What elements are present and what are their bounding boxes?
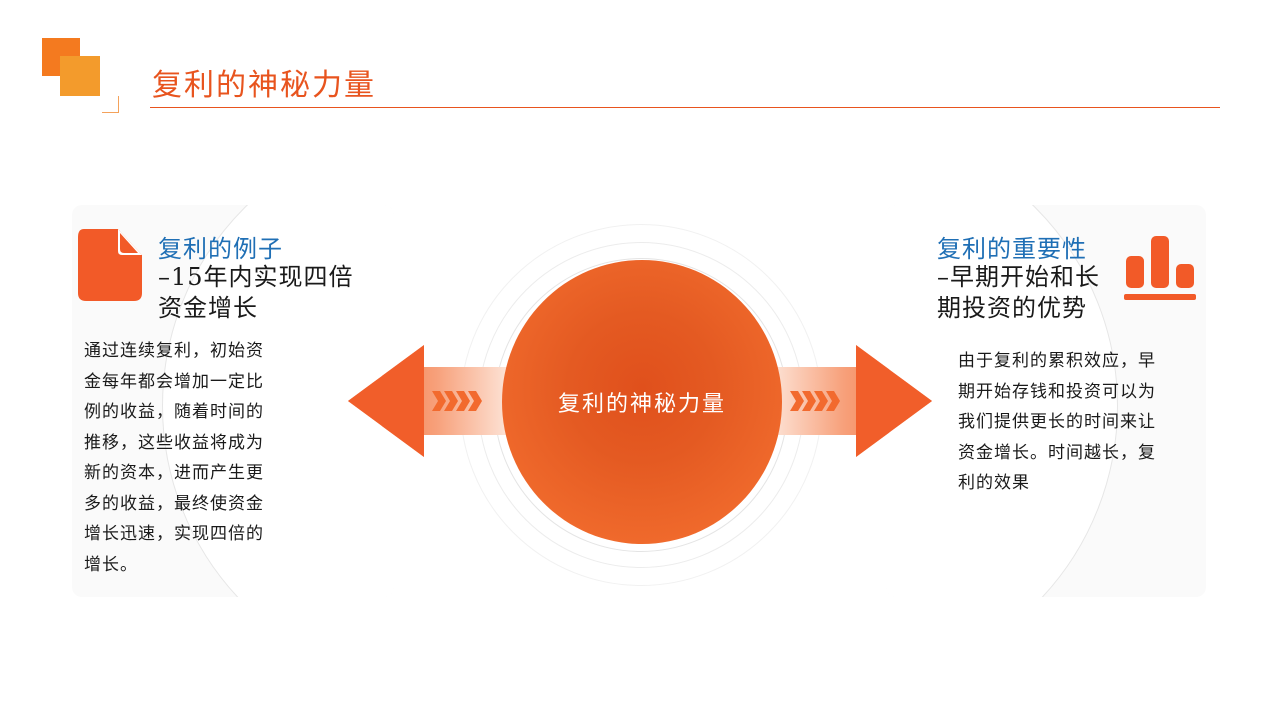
bar-chart-icon: [1124, 236, 1196, 300]
right-body-line: 资金增长。时间越长，复: [958, 442, 1156, 463]
right-arrow: [772, 345, 932, 457]
left-body-line: 例的收益，随着时间的: [84, 402, 264, 422]
logo-mark: [40, 38, 120, 114]
center-circle: [502, 260, 782, 544]
right-body-line: 期开始存钱和投资可以为: [958, 381, 1156, 402]
right-body-line: 由于复利的累积效应，早: [958, 351, 1156, 371]
title-divider: [150, 107, 1220, 108]
left-arrow: [348, 345, 508, 457]
left-body-line: 新的资本，进而产生更: [84, 463, 264, 483]
left-subheading-line-1: –15年内实现四倍: [158, 263, 354, 291]
right-subheading-line-1: –早期开始和长: [937, 263, 1100, 291]
left-subheading-line-2: 资金增长: [158, 294, 258, 322]
left-body-line: 增长。: [84, 554, 138, 575]
right-subheading-line-2: 期投资的优势: [937, 294, 1087, 322]
left-body: 通过连续复利，初始资 金每年都会增加一定比 例的收益，随着时间的 推移，这些收益…: [84, 336, 264, 580]
right-body: 由于复利的累积效应，早 期开始存钱和投资可以为 我们提供更长的时间来让 资金增长…: [958, 346, 1156, 499]
right-body-line: 我们提供更长的时间来让: [958, 412, 1156, 432]
document-icon: [78, 229, 142, 301]
left-heading: 复利的例子: [158, 235, 283, 263]
left-body-line: 多的收益，最终使资金: [84, 493, 264, 514]
right-body-line: 利的效果: [958, 473, 1030, 493]
center-label: 复利的神秘力量: [557, 392, 726, 417]
right-heading: 复利的重要性: [937, 235, 1087, 263]
left-body-line: 通过连续复利，初始资: [84, 341, 264, 361]
left-body-line: 金每年都会增加一定比: [84, 371, 264, 392]
left-body-line: 增长迅速，实现四倍的: [84, 524, 264, 544]
left-body-line: 推移，这些收益将成为: [84, 432, 264, 453]
page-title: 复利的神秘力量: [152, 68, 376, 103]
